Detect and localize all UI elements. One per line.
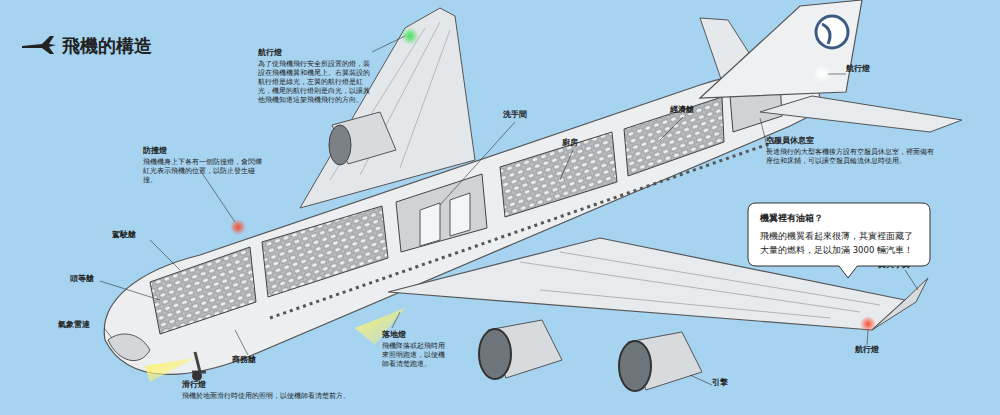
part-description: 長途飛行的大型客機後方設有空服員休息室，裡面備有座位和床鋪，可以讓空服員輪流休息… <box>766 148 936 166</box>
vertical-fin <box>700 0 862 98</box>
anti-collision-light <box>230 219 246 235</box>
engine-intake <box>619 341 651 391</box>
red-light <box>860 316 876 332</box>
far-engine-intake <box>329 125 351 165</box>
part-label: 氣象雷達 <box>58 320 118 331</box>
part-label: 商務艙 <box>232 355 292 366</box>
title-icon <box>22 36 56 54</box>
speech-bubble: 機翼裡有油箱？ 飛機的機翼看起來很薄，其實裡面藏了大量的燃料，足以加滿 3000 … <box>748 203 930 266</box>
fuselage <box>104 68 822 374</box>
galley-cutaway <box>500 132 617 217</box>
engine-intake <box>479 329 511 379</box>
part-description: 飛機機身上下各有一個防撞燈，會閃爍紅光表示飛機的位置，以防止發生碰撞。 <box>143 158 263 185</box>
part-label: 洗手間 <box>503 110 563 121</box>
green-light <box>401 27 419 45</box>
winglet <box>872 278 928 330</box>
part-label: 駕駛艙 <box>112 230 172 241</box>
lavatory-units <box>420 193 470 246</box>
part-label: 落地燈 <box>382 330 442 341</box>
part-description: 飛機降落或起飛時用來照明跑道，以便機師看清楚跑道。 <box>382 342 448 369</box>
lavatory-cutaway <box>396 174 487 252</box>
part-label: 航行燈 <box>855 345 915 356</box>
diagram-title: 飛機的構造 <box>62 34 152 58</box>
near-stabilizer <box>760 96 962 132</box>
tail-logo <box>816 16 848 48</box>
bubble-text: 飛機的機翼看起來很薄，其實裡面藏了大量的燃料，足以加滿 3000 輛汽車！ <box>748 230 930 257</box>
part-label: 經濟艙 <box>670 105 730 116</box>
part-label: 滑行燈 <box>182 380 242 391</box>
bubble-heading: 機翼裡有油箱？ <box>748 211 930 225</box>
tail-logo-mark <box>822 24 830 44</box>
first-class-cutaway <box>150 247 256 334</box>
nose-wheel <box>192 371 202 381</box>
radome <box>108 334 150 361</box>
bubble-shape <box>748 203 930 278</box>
part-label: 頭等艙 <box>70 274 130 285</box>
landing-light-beam <box>355 308 405 345</box>
part-description: 為了使飛機飛行安全所設置的燈，裝設在飛機機翼和機尾上。右翼裝設的航行燈是綠光，左… <box>258 60 374 104</box>
business-cutaway <box>262 206 388 297</box>
part-label: 航行燈 <box>846 64 906 75</box>
part-description: 飛機於地面滑行時使用的照明，以便機師看清楚前方。 <box>182 392 412 401</box>
taxi-light-beam <box>145 358 195 382</box>
part-label: 廚房 <box>562 138 602 149</box>
part-label: 空服員休息室 <box>766 136 886 147</box>
part-label: 航行燈 <box>258 48 378 59</box>
part-label: 防撞燈 <box>143 146 223 157</box>
bubble-content: 機翼裡有油箱？ 飛機的機翼看起來很薄，其實裡面藏了大量的燃料，足以加滿 3000 … <box>748 203 930 266</box>
nose-gear <box>192 352 206 372</box>
part-label: 引擎 <box>712 378 752 389</box>
